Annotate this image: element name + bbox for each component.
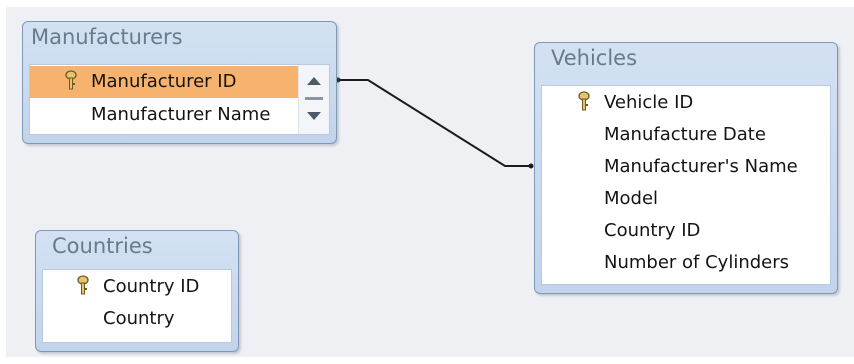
table-title-manufacturers[interactable]: Manufacturers <box>31 25 183 49</box>
vertical-scrollbar[interactable] <box>298 65 329 134</box>
field-vehicle-id[interactable]: Vehicle ID <box>542 87 830 119</box>
table-title-countries[interactable]: Countries <box>52 234 153 258</box>
field-country-id[interactable]: Country ID <box>43 271 231 303</box>
field-model[interactable]: Model <box>542 183 830 215</box>
field-label: Number of Cylinders <box>604 252 790 273</box>
field-list-vehicles: Vehicle ID Manufacture Date Manufacturer… <box>541 85 831 285</box>
field-country[interactable]: Country <box>43 303 231 335</box>
scroll-up-arrow-icon[interactable] <box>307 77 321 85</box>
table-countries[interactable]: Countries Country ID Country <box>35 230 239 352</box>
field-manufacturer-id[interactable]: Manufacturer ID <box>30 66 299 98</box>
field-list-manufacturers: Manufacturer ID Manufacturer Name <box>29 64 330 135</box>
field-label: Model <box>604 188 659 209</box>
key-icon <box>65 70 77 90</box>
field-label: Manufacturer's Name <box>604 156 798 177</box>
field-label: Country ID <box>604 220 701 241</box>
field-number-of-cylinders[interactable]: Number of Cylinders <box>542 247 830 279</box>
field-list-countries: Country ID Country <box>42 269 232 343</box>
field-manufacturers-name[interactable]: Manufacturer's Name <box>542 151 830 183</box>
field-label: Manufacture Date <box>604 124 766 145</box>
field-label: Manufacturer Name <box>91 104 271 125</box>
field-manufacture-date[interactable]: Manufacture Date <box>542 119 830 151</box>
table-vehicles[interactable]: Vehicles Vehicle ID Manufacture Date Man… <box>534 42 838 294</box>
field-label: Vehicle ID <box>604 92 694 113</box>
table-title-vehicles[interactable]: Vehicles <box>551 46 638 70</box>
table-manufacturers[interactable]: Manufacturers Manufacturer ID Manufactur… <box>22 21 337 144</box>
field-label: Manufacturer ID <box>91 71 237 92</box>
key-icon <box>77 275 89 295</box>
field-country-id[interactable]: Country ID <box>542 215 830 247</box>
field-label: Country <box>103 308 175 329</box>
field-manufacturer-name[interactable]: Manufacturer Name <box>30 99 299 131</box>
key-icon <box>578 91 590 111</box>
scroll-thumb[interactable] <box>305 97 323 100</box>
scroll-down-arrow-icon[interactable] <box>307 112 321 120</box>
field-label: Country ID <box>103 276 200 297</box>
